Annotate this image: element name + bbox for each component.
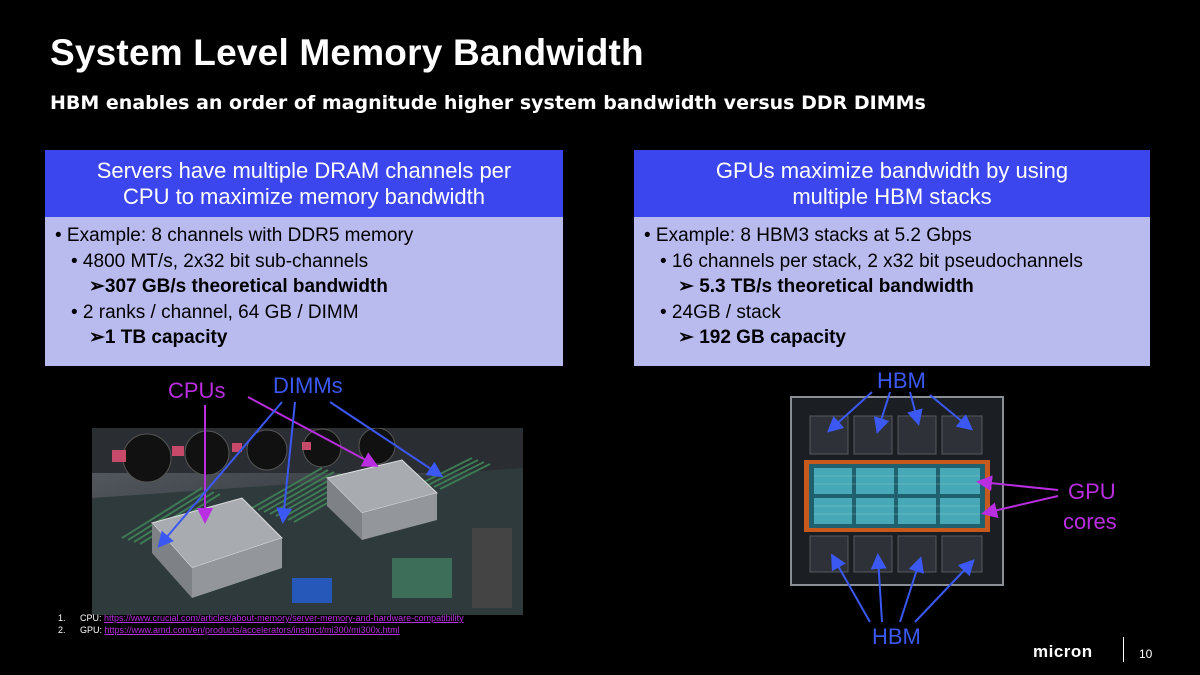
- bullet-item: • Example: 8 HBM3 stacks at 5.2 Gbps: [644, 225, 972, 246]
- dimms-label: DIMMs: [273, 373, 343, 398]
- gpu-package-image: [790, 396, 1004, 586]
- gpu-label-line2: cores: [1063, 509, 1117, 534]
- cpu-panel-heading: Servers have multiple DRAM channels per …: [45, 150, 563, 217]
- reference-number: 1.: [58, 613, 66, 623]
- hbm-top-label: HBM: [877, 368, 926, 393]
- reference-item: 2. GPU: https://www.amd.com/en/products/a…: [58, 624, 464, 636]
- footer-divider: [1123, 637, 1124, 662]
- references: 1. CPU: https://www.crucial.com/articles/…: [58, 612, 464, 636]
- bullet-item: ➢307 GB/s theoretical bandwidth: [89, 276, 388, 297]
- cpu-reference-link[interactable]: https://www.crucial.com/articles/about-m…: [104, 613, 464, 623]
- gpu-heading-line: GPUs maximize bandwidth by using: [715, 157, 1069, 183]
- reference-prefix: CPU:: [80, 613, 105, 623]
- gpu-panel-heading: GPUs maximize bandwidth by using multipl…: [634, 150, 1150, 217]
- reference-prefix: GPU:: [80, 625, 105, 635]
- bullet-item: ➢1 TB capacity: [89, 327, 228, 348]
- reference-number: 2.: [58, 625, 66, 635]
- page-number: 10: [1139, 647, 1153, 661]
- slide-title: System Level Memory Bandwidth: [50, 32, 644, 73]
- micron-logo: micron: [1033, 642, 1093, 661]
- gpu-label-line1: GPU: [1068, 479, 1116, 504]
- reference-item: 1. CPU: https://www.crucial.com/articles/…: [58, 612, 464, 624]
- bullet-item: • 4800 MT/s, 2x32 bit sub-channels: [71, 250, 369, 272]
- cpu-heading-line: CPU to maximize memory bandwidth: [123, 183, 485, 209]
- bullet-item: • 24GB / stack: [660, 301, 781, 323]
- bullet-item: ➢ 192 GB capacity: [678, 327, 847, 348]
- cpu-heading-line: Servers have multiple DRAM channels per: [96, 157, 512, 183]
- cpu-panel-body: • Example: 8 channels with DDR5 memory •…: [45, 217, 563, 366]
- server-illustration: [92, 428, 523, 615]
- gpu-reference-link[interactable]: https://www.amd.com/en/products/accelera…: [104, 625, 400, 635]
- server-motherboard-image: [92, 428, 523, 615]
- bullet-item: ➢ 5.3 TB/s theoretical bandwidth: [678, 276, 974, 297]
- bullet-item: • 2 ranks / channel, 64 GB / DIMM: [71, 301, 359, 323]
- cpus-label: CPUs: [168, 378, 226, 403]
- slide-subtitle: HBM enables an order of magnitude higher…: [50, 92, 926, 114]
- gpu-panel-body: • Example: 8 HBM3 stacks at 5.2 Gbps • 1…: [634, 217, 1150, 366]
- hbm-bottom-label: HBM: [872, 624, 921, 649]
- gpu-illustration: [792, 398, 1002, 584]
- cpu-memory-panel: Servers have multiple DRAM channels per …: [45, 150, 563, 366]
- gpu-memory-panel: GPUs maximize bandwidth by using multipl…: [634, 150, 1150, 366]
- gpu-heading-line: multiple HBM stacks: [792, 183, 992, 209]
- bullet-item: • Example: 8 channels with DDR5 memory: [55, 225, 414, 246]
- bullet-item: • 16 channels per stack, 2 x32 bit pseud…: [660, 250, 1083, 272]
